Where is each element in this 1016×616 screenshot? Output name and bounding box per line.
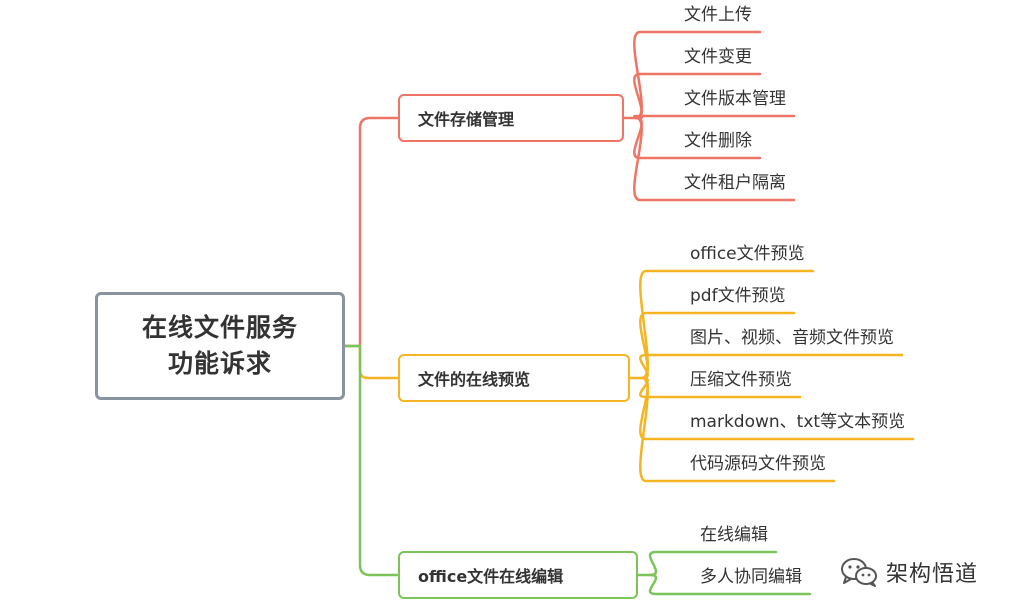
- leaf-node[interactable]: office文件预览: [690, 244, 805, 264]
- branch-label-storage: 文件存储管理: [418, 110, 515, 129]
- leaf-connector-line: [639, 376, 836, 483]
- leaf-node[interactable]: markdown、txt等文本预览: [690, 412, 906, 432]
- trunk-line-storage: [343, 116, 400, 348]
- leaf-node[interactable]: pdf文件预览: [690, 286, 786, 306]
- root-node[interactable]: 在线文件服务 功能诉求: [95, 292, 345, 400]
- watermark-label: 架构悟道: [886, 562, 979, 587]
- leaf-node[interactable]: 文件上传: [684, 5, 752, 25]
- leaf-node[interactable]: 多人协同编辑: [700, 567, 802, 587]
- branch-node-preview[interactable]: 文件的在线预览: [398, 354, 630, 402]
- leaf-node[interactable]: 文件变更: [684, 47, 752, 67]
- wechat-icon: [841, 558, 877, 587]
- leaf-connector-line: [639, 353, 904, 380]
- leaf-connector-line: [633, 114, 796, 120]
- trunk-line-preview: [358, 344, 400, 380]
- branch-node-edit[interactable]: office文件在线编辑: [398, 551, 638, 599]
- branch-label-edit: office文件在线编辑: [418, 567, 564, 586]
- leaf-node[interactable]: 代码源码文件预览: [690, 454, 826, 474]
- branch-label-preview: 文件的在线预览: [418, 370, 531, 389]
- branch-node-storage[interactable]: 文件存储管理: [398, 94, 624, 142]
- leaf-node[interactable]: 压缩文件预览: [690, 370, 792, 390]
- leaf-connector-line: [648, 550, 778, 577]
- leaf-node[interactable]: 文件版本管理: [684, 89, 786, 109]
- leaf-node[interactable]: 在线编辑: [700, 525, 768, 545]
- leaf-connector-line: [639, 311, 796, 380]
- leaf-node[interactable]: 图片、视频、音频文件预览: [690, 328, 894, 348]
- leaf-connector-line: [633, 116, 796, 202]
- root-title-line2: 功能诉求: [167, 349, 272, 378]
- leaf-node[interactable]: 文件租户隔离: [684, 173, 786, 193]
- leaf-connector-line: [648, 573, 812, 596]
- leaf-node[interactable]: 文件删除: [684, 131, 752, 151]
- trunk-line-edit: [343, 344, 400, 577]
- root-title-line1: 在线文件服务: [141, 313, 298, 342]
- watermark: 架构悟道: [840, 556, 978, 588]
